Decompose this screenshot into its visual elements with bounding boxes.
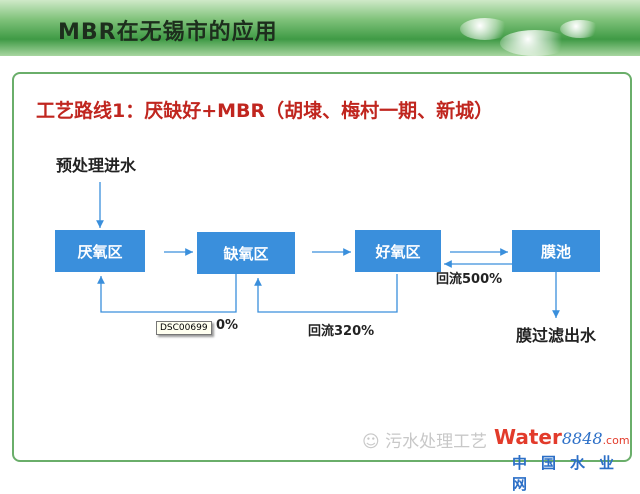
image-tooltip: DSC00699 (156, 321, 212, 335)
content-frame (12, 72, 632, 462)
slide-title: MBR在无锡市的应用 (58, 20, 278, 45)
brand-name: Water (494, 425, 562, 449)
outlet-label: 膜过滤出水 (516, 326, 597, 345)
wechat-watermark: ☺ 污水处理工艺 (362, 432, 488, 452)
arrow-reflux-320 (254, 274, 398, 313)
arrow-reflux-1 (97, 274, 237, 313)
reflux-label-320: 回流320% (308, 324, 375, 339)
box-aerobic: 好氧区 (355, 230, 441, 272)
reflux-label-500: 回流500% (436, 272, 503, 287)
box-membrane-tank: 膜池 (512, 230, 600, 272)
flow-arrows (96, 182, 560, 318)
bubble-decoration (500, 30, 570, 56)
bubble-decoration (460, 18, 510, 40)
box-anoxic: 缺氧区 (197, 232, 295, 274)
header-banner: MBR在无锡市的应用 (0, 0, 640, 56)
brand-domain: .com (602, 434, 630, 447)
watermark-text: 污水处理工艺 (385, 432, 488, 452)
process-subtitle: 工艺路线1：厌缺好+MBR（胡埭、梅村一期、新城） (36, 100, 494, 122)
reflux-label-1: 0% (216, 318, 239, 333)
inlet-label: 预处理进水 (56, 156, 137, 175)
brand-logo: Water8848.com (494, 425, 630, 449)
bubble-decoration (560, 20, 600, 38)
brand-number: 8848 (561, 429, 603, 448)
brand-cn: 中国水业网 (512, 454, 629, 493)
box-anaerobic: 厌氧区 (55, 230, 145, 272)
